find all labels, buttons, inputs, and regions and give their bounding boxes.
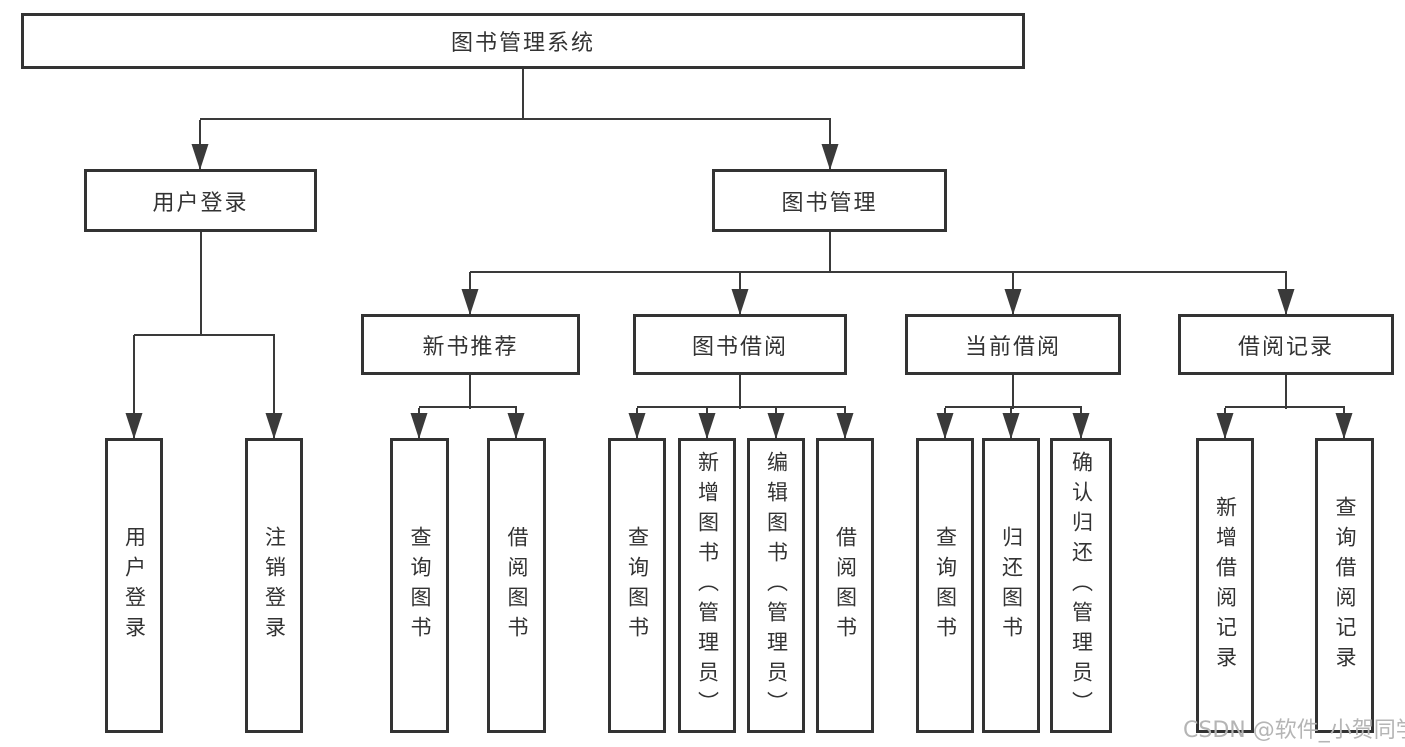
- leaf-current-return-books: 归还图书: [982, 438, 1040, 733]
- node-book-borrowing: 图书借阅: [633, 314, 847, 375]
- node-new-book-recommend: 新书推荐: [361, 314, 580, 375]
- csdn-watermark: CSDN @软件_小贺同学: [1183, 718, 1405, 743]
- leaf-records-add-record-label: 新增借阅记录: [1213, 495, 1238, 676]
- leaf-newrec-borrow-books-label: 借阅图书: [505, 525, 529, 646]
- node-root-label: 图书管理系统: [450, 31, 595, 56]
- leaf-borrow-add-books-admin: 新增图书（管理员）: [678, 438, 736, 733]
- leaf-records-add-record: 新增借阅记录: [1196, 438, 1254, 733]
- leaf-records-search-record: 查询借阅记录: [1315, 438, 1374, 733]
- leaf-current-confirm-return-admin-label: 确认归还（管理员）: [1069, 450, 1094, 721]
- leaf-newrec-search-books-label: 查询图书: [408, 525, 432, 646]
- leaf-user-login: 用户登录: [105, 438, 163, 733]
- leaf-borrow-search-books-label: 查询图书: [625, 525, 650, 646]
- node-current-borrowing: 当前借阅: [905, 314, 1121, 375]
- leaf-current-search-books: 查询图书: [916, 438, 974, 733]
- node-user-login: 用户登录: [84, 169, 317, 232]
- leaf-current-return-books-label: 归还图书: [999, 525, 1024, 646]
- leaf-borrow-search-books: 查询图书: [608, 438, 666, 733]
- node-borrowing-records-label: 借阅记录: [1237, 334, 1334, 360]
- leaf-borrow-borrow-books: 借阅图书: [816, 438, 874, 733]
- leaf-borrow-edit-books-admin-label: 编辑图书（管理员）: [764, 450, 789, 721]
- leaf-logout-label: 注销登录: [262, 525, 287, 646]
- leaf-user-login-label: 用户登录: [122, 525, 147, 646]
- node-user-login-label: 用户登录: [152, 190, 249, 216]
- leaf-records-search-record-label: 查询借阅记录: [1333, 495, 1357, 676]
- node-book-borrowing-label: 图书借阅: [691, 334, 788, 360]
- node-borrowing-records: 借阅记录: [1178, 314, 1394, 375]
- leaf-logout: 注销登录: [245, 438, 303, 733]
- node-root: 图书管理系统: [21, 13, 1025, 69]
- connector-trunks: [134, 69, 1345, 409]
- leaf-borrow-edit-books-admin: 编辑图书（管理员）: [747, 438, 805, 733]
- node-book-management: 图书管理: [712, 169, 947, 232]
- leaf-borrow-add-books-admin-label: 新增图书（管理员）: [695, 450, 720, 721]
- leaf-newrec-search-books: 查询图书: [390, 438, 449, 733]
- leaf-newrec-borrow-books: 借阅图书: [487, 438, 546, 733]
- leaf-current-search-books-label: 查询图书: [933, 525, 958, 646]
- leaf-borrow-borrow-books-label: 借阅图书: [833, 525, 858, 646]
- node-new-book-recommend-label: 新书推荐: [422, 334, 519, 360]
- leaf-current-confirm-return-admin: 确认归还（管理员）: [1050, 438, 1112, 733]
- node-book-management-label: 图书管理: [781, 190, 878, 216]
- node-current-borrowing-label: 当前借阅: [964, 334, 1061, 360]
